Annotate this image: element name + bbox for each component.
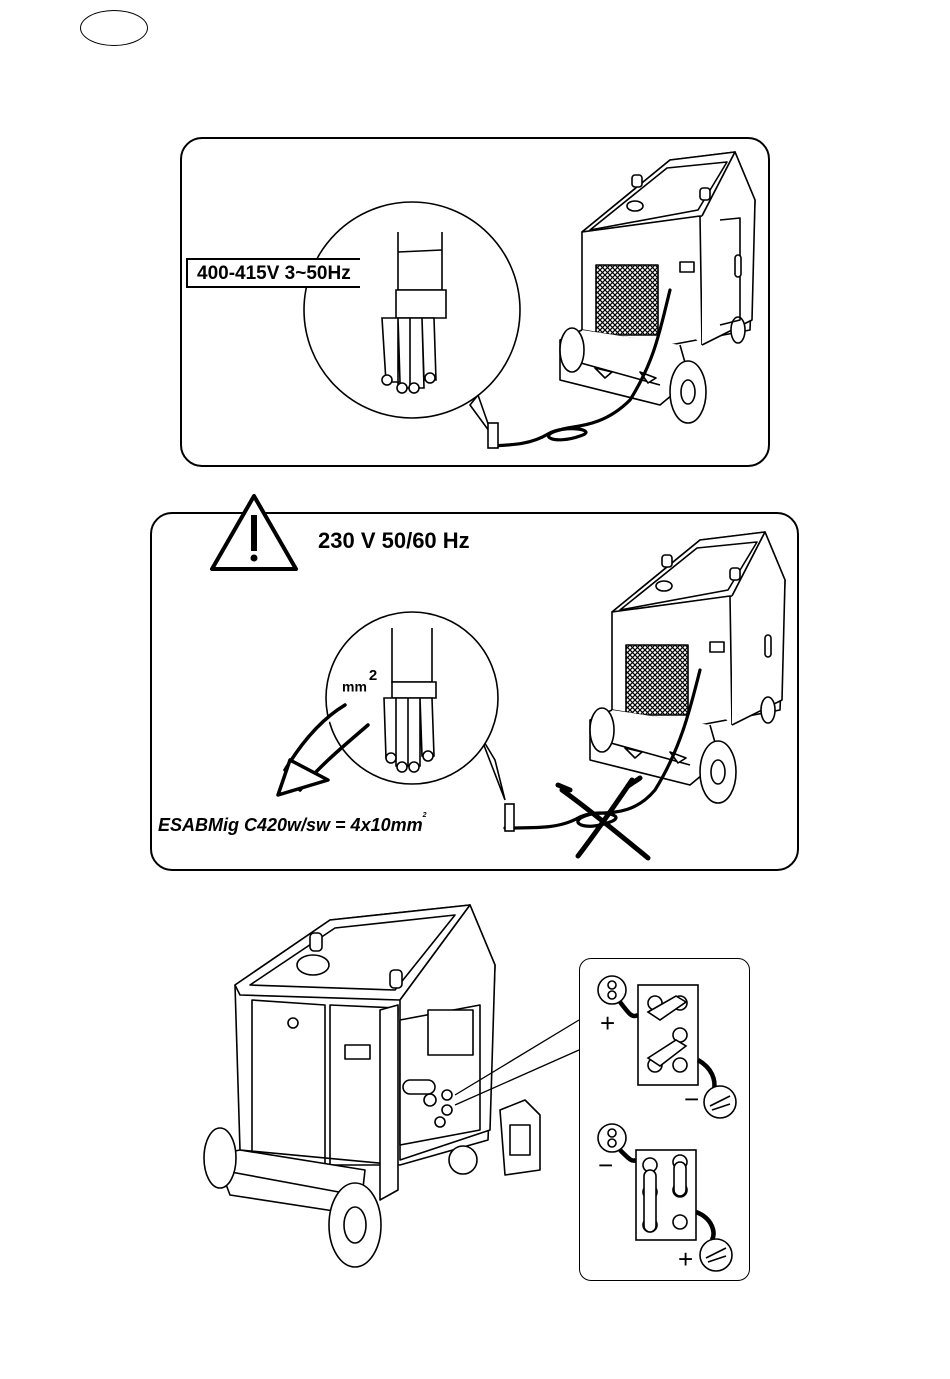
wire-feeder-icon xyxy=(598,1124,626,1152)
earth-clamp-icon xyxy=(704,1086,736,1118)
upper-positive-sign: + xyxy=(600,1008,615,1038)
mains-voltage-label: 400-415V 3~50Hz xyxy=(186,258,360,288)
upper-negative-sign: − xyxy=(684,1084,699,1114)
lower-negative-sign: − xyxy=(598,1150,613,1180)
welding-machine-open xyxy=(204,905,540,1267)
prohibited-cross-icon xyxy=(558,778,648,858)
cable-specification: ESABMig C420w/sw = 4x10mm2 xyxy=(158,815,427,836)
welding-machine-middle xyxy=(590,532,785,803)
cross-section-unit: mm2 xyxy=(342,673,377,695)
polarity-diagram-lower xyxy=(598,1124,732,1271)
polarity-diagram-upper xyxy=(598,976,736,1118)
welding-machine-top xyxy=(560,152,755,423)
earth-clamp-icon xyxy=(700,1239,732,1271)
lower-positive-sign: + xyxy=(678,1244,693,1274)
single-phase-voltage-label: 230 V 50/60 Hz xyxy=(318,528,470,554)
cable-callout-middle xyxy=(326,612,514,831)
cable-callout-top xyxy=(304,202,520,448)
warning-triangle-icon xyxy=(212,496,296,569)
